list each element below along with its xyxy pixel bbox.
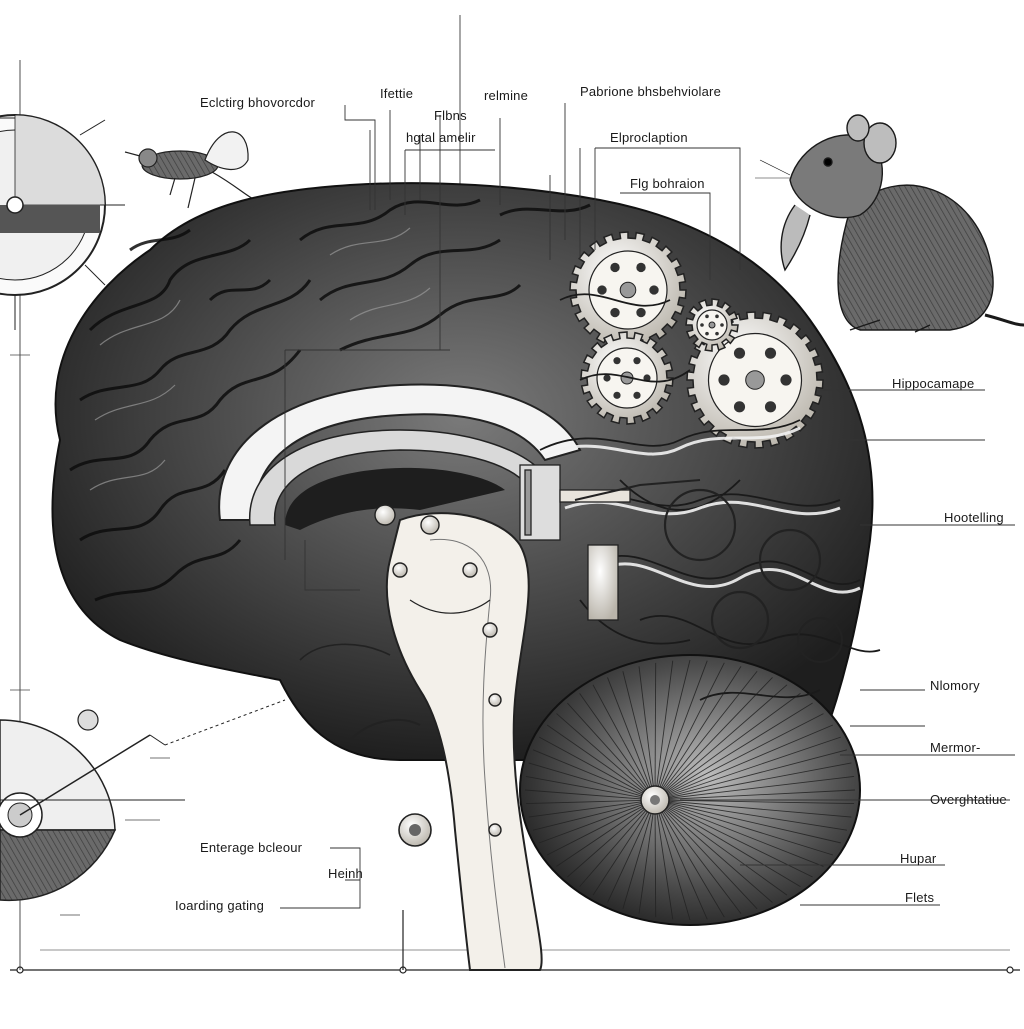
label-enterage-bcleour: Enterage bcleour	[200, 840, 303, 855]
label-flets: Flets	[905, 890, 935, 905]
label-ifettie: Ifettie	[380, 86, 414, 101]
dial-gauge-icon	[0, 699, 286, 902]
gear-icon	[580, 331, 674, 425]
label-hetal: hgtal amelir	[406, 130, 476, 145]
brain-stem	[299, 504, 543, 971]
corpus-callosum	[218, 383, 582, 530]
machine-parts	[519, 464, 843, 663]
label-hupar: Hupar	[900, 851, 937, 866]
dial-gauge-icon	[0, 114, 125, 330]
label-nlomory: Nlomory	[930, 678, 980, 693]
label-flbns: Flbns	[434, 108, 467, 123]
label-elproclaption: Elproclaption	[610, 130, 688, 145]
label-relmine: relmine	[484, 88, 529, 103]
rat-icon	[755, 114, 1024, 333]
label-mermor: Mermor-	[930, 740, 981, 755]
gear-icon	[569, 231, 687, 349]
label-pabrione: Pabrione bhsbehviolare	[580, 84, 721, 99]
neural-tubes	[539, 293, 881, 701]
leader-lines-left	[280, 540, 361, 909]
cerebellum	[519, 654, 861, 926]
neural-tubes-light	[544, 426, 861, 594]
label-hippocamape: Hippocamape	[892, 376, 975, 391]
label-ioarding-gating: Ioarding gating	[175, 898, 265, 913]
scale-ticks	[10, 354, 170, 916]
leader-lines-right	[680, 389, 1015, 906]
gear-icon	[685, 298, 739, 352]
label-eliciting-behaviour: Eclctirg bhovorcdor	[200, 95, 316, 110]
flying-mouse-icon	[124, 131, 256, 209]
label-overghtatiue: Overghtatiue	[930, 792, 1007, 807]
leader-lines	[284, 103, 741, 560]
gear-icon	[569, 231, 824, 449]
label-heinh: Heinh	[328, 866, 363, 881]
label-hootelling: Hootelling	[944, 510, 1004, 525]
label-flg-bohraion: Flg bohraion	[630, 176, 705, 191]
